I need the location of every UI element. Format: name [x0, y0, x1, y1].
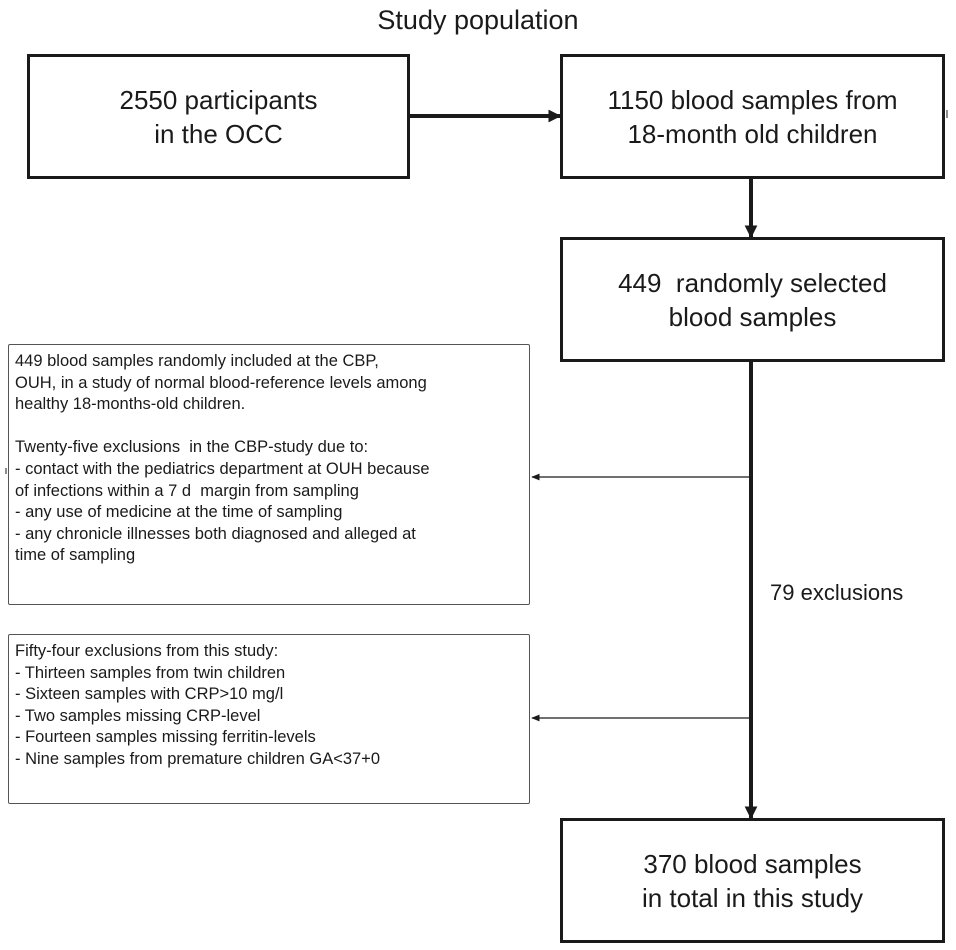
note-cbp-line: - contact with the pediatrics department…	[15, 459, 430, 478]
box-participants: 2550 participants in the OCC	[27, 54, 410, 179]
note-study-line: - Nine samples from premature children G…	[15, 749, 380, 768]
note-study-line: - Thirteen samples from twin children	[15, 663, 286, 682]
box-random-selection-line-2: blood samples	[668, 301, 837, 332]
note-this-study: Fifty-four exclusions from this study: -…	[8, 634, 530, 804]
note-study-line: - Fourteen samples missing ferritin-leve…	[15, 728, 316, 747]
note-study-line: - Sixteen samples with CRP>10 mg/l	[15, 685, 284, 704]
box-blood-samples: 1150 blood samples from 18-month old chi…	[560, 54, 945, 179]
note-cbp-line: 449 blood samples randomly included at t…	[15, 352, 379, 370]
box-blood-samples-line-2: 18-month old children	[627, 118, 878, 149]
exclusions-count-label: 79 exclusions	[770, 580, 904, 605]
note-cbp-line: time of sampling	[15, 546, 136, 565]
note-cbp-line: Twenty-five exclusions in the CBP-study …	[15, 438, 369, 457]
diagram-title: Study population	[377, 5, 579, 35]
note-cbp-spacer	[15, 416, 525, 438]
box-final-line-1: 370 blood samples	[643, 848, 862, 879]
box-random-selection: 449 randomly selected blood samples	[560, 237, 945, 362]
note-cbp-line: of infections within a 7 d margin from s…	[15, 481, 359, 500]
box-participants-line-1: 2550 participants	[119, 84, 318, 115]
note-cbp-line: OUH, in a study of normal blood-referenc…	[15, 373, 427, 392]
note-study-line: Fifty-four exclusions from this study:	[15, 642, 279, 660]
note-cbp-study: 449 blood samples randomly included at t…	[8, 344, 530, 605]
note-cbp-line: - any use of medicine at the time of sam…	[15, 503, 343, 522]
box-final-line-2: in total in this study	[641, 882, 864, 913]
note-cbp-line: healthy 18-months-old children.	[15, 395, 246, 414]
note-cbp-line: - any chronicle illnesses both diagnosed…	[15, 524, 416, 543]
box-blood-samples-line-1: 1150 blood samples from	[607, 84, 898, 115]
box-random-selection-line-1: 449 randomly selected	[618, 267, 887, 298]
note-study-line: - Two samples missing CRP-level	[15, 706, 261, 725]
box-final: 370 blood samples in total in this study	[560, 818, 945, 943]
box-participants-line-2: in the OCC	[154, 118, 283, 149]
